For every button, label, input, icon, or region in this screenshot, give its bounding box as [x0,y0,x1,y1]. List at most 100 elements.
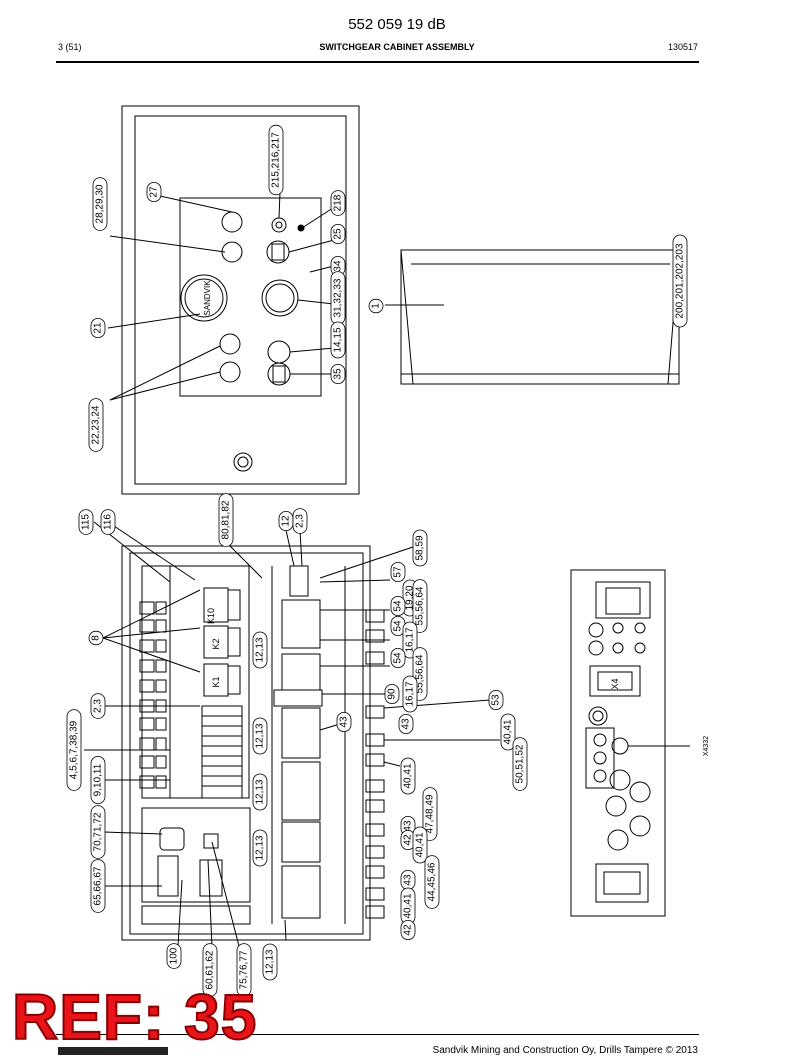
display-31 [261,279,299,317]
footer-rule [56,1034,699,1035]
callout-label: 25 [333,228,344,240]
callout-label: 70,71,72 [93,812,104,851]
callout-callouts-bottom-mid-6: 12,13 [252,829,268,867]
callout-callouts-top-9: 14,15 [330,321,346,359]
callout-label: 55,56,64 [415,586,426,625]
callout-label: 100 [169,947,180,964]
horn-brand: SANDVIK [203,280,212,316]
callout-bubble [252,773,268,811]
connector-x4-top [595,581,651,619]
callout-callouts-bottom-mid-11: 54 [390,595,406,617]
callout-label: 12,13 [255,779,266,804]
door-inner-frame [134,115,347,485]
callout-bubble [66,709,82,791]
callout-label: 40,41 [415,832,426,857]
callout-bubble [402,675,418,713]
callout-bubble [268,124,284,196]
revision-date: 130517 [667,42,698,52]
callout-bubble [400,919,416,941]
callout-callouts-bottom-mid-23: 40,41 [400,757,416,795]
callout-label: 2,3 [295,514,306,528]
callout-label: 34 [333,260,344,272]
page-number: 3 (51) [58,42,82,52]
callout-label: 16,17 [405,681,416,706]
callout-label: 200,201,202,203 [675,243,686,319]
horn-21 [180,274,228,322]
selector-215 [271,217,287,233]
label-k10: K10 [206,608,216,624]
callout-label: 55,56,64 [415,654,426,693]
callout-label: 35 [333,368,344,380]
led-218 [297,224,305,232]
callout-callouts-bottom-mid-21: 40,41 [500,713,516,751]
label-x4: X4 [610,678,620,689]
callout-bubble [412,826,428,864]
callout-callouts-top-7: 31,32,33 [330,271,346,325]
callout-label: 12 [281,515,292,527]
relay-rail [141,565,250,799]
callout-bubble [398,713,414,735]
callout-callouts-bottom-mid-5: 12,13 [252,773,268,811]
callout-label: 218 [333,194,344,211]
cable-glands [365,609,385,919]
door-outer-frame [121,105,360,495]
callout-label: 47,48,49 [425,794,436,833]
terminal-blocks-center [273,599,323,919]
callout-label: 43 [403,874,414,886]
callout-bubble [292,508,308,534]
callout-bubble [202,943,218,997]
callout-callouts-bottom-left-0: 115 [78,509,94,535]
callout-label: 12,13 [255,637,266,662]
callout-callouts-bottom-mid-3: 12,13 [252,631,268,669]
callout-label: 54 [393,620,404,632]
callout-callouts-top-2: 215,216,217 [268,124,284,196]
callout-callouts-bottom-mid-2: 2,3 [292,508,308,534]
callout-label: 75,76,77 [239,950,250,989]
label-x4332: X4332 [703,736,710,756]
callout-label: 16,17 [405,627,416,652]
callout-bubble [330,223,346,245]
callout-bubble [90,805,106,859]
callout-label: 9,10,11 [93,763,104,796]
callout-callouts-bottom-left-6: 70,71,72 [90,805,106,859]
callout-callouts-bottom-mid-4: 12,13 [252,717,268,755]
callout-bubble [672,234,688,328]
callout-bubble [402,621,418,659]
callout-label: 12,13 [255,835,266,860]
callout-callouts-bottom-left-2: 8 [88,630,104,646]
callout-callouts-bottom-mid-17: 16,17 [402,675,418,713]
callout-callouts-bottom-mid-10: 55,56,64 [412,579,428,633]
callout-label: 42 [403,834,414,846]
callout-label: 14,15 [333,327,344,352]
callout-callouts-top-6: 21 [90,317,106,339]
callout-label: 115 [81,514,92,530]
callout-callouts-bottom-mid-8: 57 [390,561,406,583]
indicator-lamp-22 [219,333,241,355]
callout-callouts-top-10: 35 [330,363,346,385]
callout-bubble [512,737,528,791]
header-rule [56,61,699,63]
callout-bubble [90,693,106,719]
callout-label: 40,41 [403,763,414,788]
callout-label: 28,29,30 [95,184,106,223]
callout-callouts-bottom-mid-19: 43 [398,713,414,735]
indicator-lamp-23 [219,361,241,383]
callout-label: 215,216,217 [271,132,282,188]
callout-callouts-top-4: 25 [330,223,346,245]
callout-label: 21 [93,322,104,334]
callout-bubble [390,647,406,669]
callout-label: 54 [393,652,404,664]
callout-bubble [412,529,428,567]
callout-callouts-bottom-mid-29: 43 [400,869,416,891]
callout-bubble [92,177,108,231]
callout-callouts-top-8: 1 [368,298,384,314]
callout-bubble [384,683,400,705]
callout-callouts-bottom-left-4: 4,5,6,7,38,39 [66,709,82,791]
callout-callouts-bottom-mid-7: 58,59 [412,529,428,567]
footer-logo [58,1047,168,1055]
callout-bubble [488,689,504,711]
callout-label: 42 [403,924,414,936]
connector-bottom [595,863,649,903]
callout-callouts-bottom-mid-31: 42 [400,919,416,941]
